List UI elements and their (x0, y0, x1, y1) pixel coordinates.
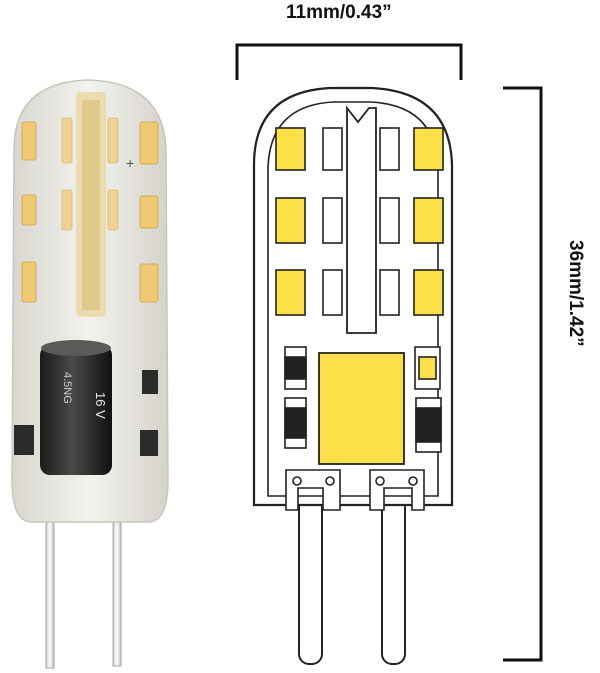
photo-diode-right (140, 430, 158, 456)
photo-capacitor: 16 V 4.5NG (40, 340, 112, 475)
led-chip (379, 269, 400, 316)
width-dimension-bracket (235, 43, 463, 80)
schematic-center-strip (346, 105, 377, 334)
led-chip (413, 269, 444, 316)
led-chip (413, 197, 444, 244)
photo-pin-right (112, 499, 122, 667)
photo-diode-top (142, 370, 158, 394)
schematic-pin-left (298, 487, 323, 665)
led-chip (275, 197, 306, 244)
capacitor-series-text: 4.5NG (61, 372, 73, 404)
led-chip (379, 127, 400, 171)
schematic-pin-sockets (285, 469, 425, 511)
photo-led-chips (21, 117, 159, 303)
led-chip (275, 127, 306, 171)
led-chip (322, 197, 343, 244)
photo-pin-left (45, 499, 55, 669)
bulb-schematic (252, 86, 454, 665)
height-dimension-bracket (503, 86, 543, 662)
width-dimension-label: 11mm/0.43” (286, 2, 392, 23)
schematic-small-components (284, 346, 442, 453)
schematic-led-chips (275, 127, 444, 316)
led-chip (379, 197, 400, 244)
led-chip (275, 269, 306, 316)
capacitor-voltage-text: 16 V (93, 392, 108, 419)
led-chip (322, 127, 343, 171)
photo-polarity-mark: + (126, 155, 134, 171)
schematic-driver-block (318, 352, 405, 465)
photo-diode-left (14, 425, 34, 455)
led-chip (413, 127, 444, 171)
bulb-photo: + 16 V 4.5NG (11, 79, 169, 669)
led-chip (322, 269, 343, 316)
schematic-pin-right (381, 487, 406, 665)
